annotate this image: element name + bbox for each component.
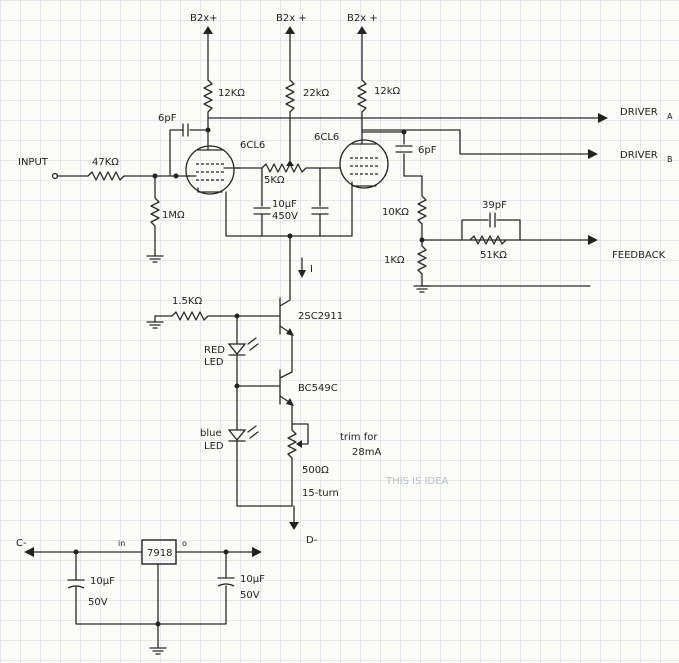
- tube-left: 6CL6: [185, 129, 265, 195]
- input-resistor-label: 47KΩ: [92, 157, 119, 168]
- feedback-resistor-label: 51KΩ: [480, 250, 507, 261]
- tube-left-label: 6CL6: [240, 140, 265, 151]
- driver-b-sub: B: [667, 155, 673, 164]
- input-resistor: 47KΩ: [87, 157, 191, 181]
- feedback-top-resistor-label: 10KΩ: [382, 207, 409, 218]
- input-label: INPUT: [18, 157, 49, 168]
- transistor-q2-label: BC549C: [298, 383, 338, 394]
- tube-right: 6CL6: [314, 131, 389, 189]
- c-minus-label: C-: [16, 538, 27, 549]
- b-plus-left-label: B2x+: [190, 13, 218, 24]
- b-plus-rail-mid: B2x +: [276, 13, 307, 81]
- balance-pot: 5KΩ: [235, 160, 341, 186]
- trim-note-2: 28mA: [352, 447, 381, 458]
- led-blue-label-1: blue: [200, 428, 222, 439]
- regulator-circuit: C- 7918 in o 10μF 50V 10μF 50V: [16, 538, 265, 655]
- capacitor-6pf-right-label: 6pF: [418, 145, 437, 156]
- b-plus-mid-label: B2x +: [276, 13, 307, 24]
- regulator-label: 7918: [147, 548, 172, 559]
- plate-resistor-right-label: 12kΩ: [374, 86, 401, 97]
- led-red-label-1: RED: [204, 345, 225, 356]
- reg-cap-left-label-1: 10μF: [90, 576, 115, 587]
- d-minus-label: D-: [306, 535, 318, 546]
- trim-pot: trim for 28mA 500Ω 15-turn: [287, 403, 381, 507]
- trim-note-1: trim for: [340, 432, 378, 443]
- feedback-label: FEEDBACK: [612, 250, 666, 261]
- plate-resistor-left-label: 12KΩ: [218, 88, 245, 99]
- cathode-cap-label-1: 10μF: [272, 199, 297, 210]
- led-blue: blue LED: [200, 385, 259, 507]
- cathode-cap-label-2: 450V: [272, 211, 298, 222]
- led-red-label-2: LED: [204, 357, 224, 368]
- feedback-cap-label: 39pF: [482, 200, 507, 211]
- b-plus-right-label: B2x +: [347, 13, 378, 24]
- plate-resistor-left: 12KΩ: [203, 79, 245, 131]
- trim-value-1: 500Ω: [302, 465, 329, 476]
- b-plus-rail-right: B2x +: [347, 13, 378, 81]
- capacitor-6pf-left-label: 6pF: [158, 113, 177, 124]
- regulator-pin-in: in: [118, 539, 125, 548]
- tube-right-label: 6CL6: [314, 132, 339, 143]
- current-label: I: [310, 264, 313, 275]
- base-resistor-label: 1.5KΩ: [172, 296, 202, 307]
- driver-a-line: DRIVER A: [207, 107, 673, 123]
- regulator-pin-out: o: [182, 539, 187, 548]
- cathode-capacitor-1: [253, 167, 271, 237]
- input-terminal: INPUT: [18, 157, 89, 180]
- b-plus-rail-left: B2x+: [190, 13, 218, 81]
- driver-b-line: DRIVER B: [361, 129, 673, 164]
- driver-b-label: DRIVER: [620, 150, 658, 161]
- base-resistor: 1.5KΩ: [146, 296, 281, 329]
- plate-resistor-right: 12kΩ: [357, 79, 401, 133]
- capacitor-6pf-right: 6pF: [361, 129, 437, 177]
- led-red: RED LED: [204, 315, 259, 389]
- transistor-q2: BC549C: [236, 333, 338, 406]
- balance-pot-label: 5KΩ: [264, 175, 285, 186]
- cathode-capacitor-2: 10μF 450V: [272, 167, 329, 237]
- plate-resistor-mid-label: 22kΩ: [303, 88, 330, 99]
- cathode-bus: I: [225, 185, 353, 278]
- reg-cap-left-label-2: 50V: [88, 597, 108, 608]
- reg-cap-right-label-1: 10μF: [240, 574, 265, 585]
- transistor-q1-label: 2SC2911: [298, 311, 343, 322]
- driver-a-label: DRIVER: [620, 107, 658, 118]
- plate-resistor-mid: 22kΩ: [285, 79, 330, 161]
- driver-a-sub: A: [667, 112, 673, 121]
- grid-resistor: 1MΩ: [146, 175, 185, 263]
- faint-note: THIS IS IDEA: [385, 476, 449, 487]
- led-blue-label-2: LED: [204, 441, 224, 452]
- feedback-network: 39pF 51KΩ FEEDBACK: [421, 200, 666, 261]
- feedback-divider: 10KΩ 1KΩ: [382, 175, 591, 293]
- trim-value-2: 15-turn: [302, 488, 339, 499]
- reg-cap-right-label-2: 50V: [240, 590, 260, 601]
- d-minus-rail: D-: [236, 505, 318, 546]
- capacitor-6pf-left: 6pF: [158, 113, 211, 176]
- grid-resistor-label: 1MΩ: [162, 210, 185, 221]
- feedback-bottom-resistor-label: 1KΩ: [384, 255, 405, 266]
